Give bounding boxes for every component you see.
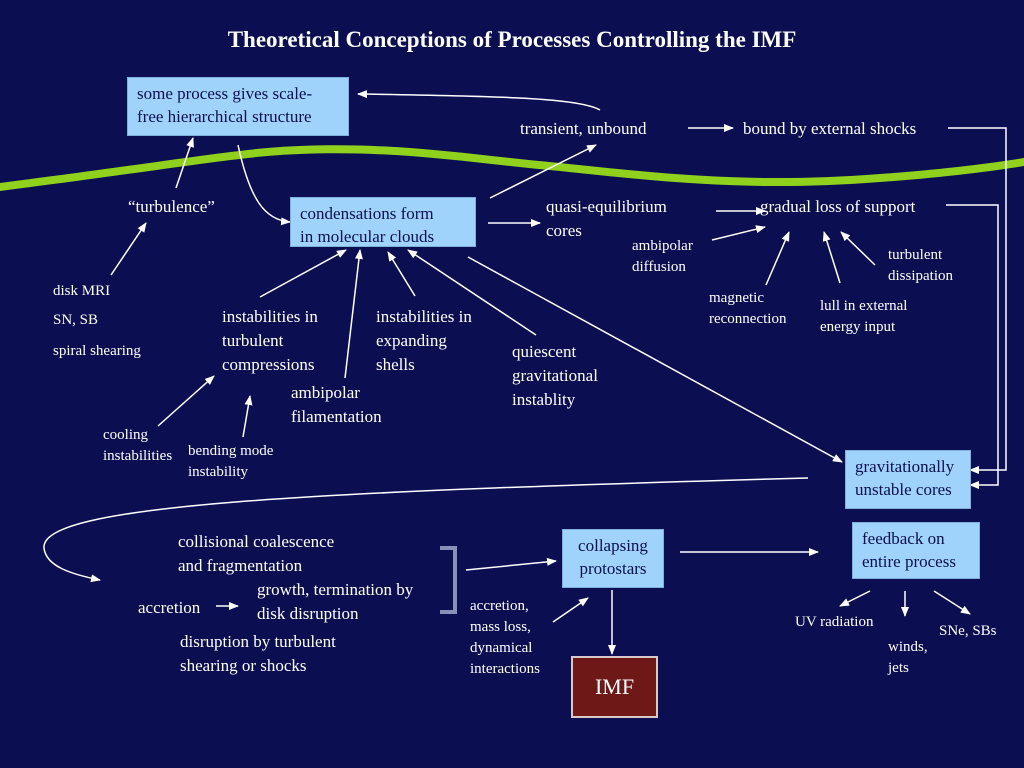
turbulent-dissipation-label: turbulent dissipation [888,247,954,284]
lull-energy-label: lull in external energy input [820,298,908,335]
arrow-diskmri-to-turbulence [110,222,147,276]
arrow-bracket-to-collapsing [465,557,557,571]
arrow-interactions-to-collapsing [552,597,589,623]
arrow-feedback-to-uv [839,590,871,607]
cooling-instabilities-label: cooling instabilities [103,427,173,464]
arrow-feedback-to-sne [933,590,971,615]
page-title: Theoretical Conceptions of Processes Con… [227,27,797,52]
bound-shocks-label: bound by external shocks [743,119,917,138]
feedback-box: feedback on entire process [852,522,980,579]
disruption-label: disruption by turbulent shearing or shoc… [180,632,336,675]
spiral-shearing-label: spiral shearing [53,343,141,359]
arrow-quiescent-to-condensations [407,249,537,336]
instabilities-turbulent-label: instabilities in turbulent compressions [222,307,318,374]
arrow-condensations-to-gravunstable [467,256,843,463]
arrow-transient-to-hierarchy [357,90,601,111]
bracket [440,546,457,614]
arrow-gradual-to-gravunstable [946,204,999,489]
arrow-bending-to-turbcomp [242,395,253,438]
hierarchical-structure-box: some process gives scale- free hierarchi… [127,77,349,136]
disk-mri-label: disk MRI [53,283,111,299]
gradual-loss-label: gradual loss of support [760,197,916,216]
quasi-equilibrium-label: quasi-equilibrium cores [546,197,667,240]
quiescent-label: quiescent gravitational instablity [512,342,598,409]
arrow-expanding-to-condensations [387,251,416,297]
arrow-lull-to-gradual [822,231,841,284]
arrow-bound-to-gravunstable [948,127,1007,474]
collisional-coalescence-label: collisional coalescence and fragmentatio… [178,532,335,575]
instabilities-expanding-label: instabilities in expanding shells [376,307,472,374]
transient-label: transient, unbound [520,119,647,138]
bending-mode-label: bending mode instability [188,443,274,480]
arrow-turbulence-to-hierarchy [175,137,194,189]
winds-jets-label: winds, jets [888,639,928,676]
arrow-magnetic-to-gradual [765,231,790,286]
arrow-cooling-to-turbcomp [157,375,215,427]
arrow-gravunstable-loop [43,477,809,583]
ambipolar-diffusion-label: ambipolar diffusion [632,238,693,275]
uv-radiation-label: UV radiation [795,614,874,630]
condensations-box: condensations form in molecular clouds [290,197,476,247]
gravitationally-unstable-box: gravitationally unstable cores [845,450,971,509]
sne-sbs-label: SNe, SBs [939,623,997,639]
ambipolar-filamentation-label: ambipolar filamentation [291,383,382,426]
turbulence-label: “turbulence” [128,197,215,216]
arrow-condensations-to-transient [489,144,597,199]
accretion-mass-loss-label: accretion, mass loss, dynamical interact… [470,598,540,677]
magnetic-reconnection-label: magnetic reconnection [709,290,787,327]
arrow-turbdiss-to-gradual [840,231,876,266]
arrow-hierarchy-to-condensations [237,144,291,226]
arrow-ambipolar-to-gradual [711,225,766,241]
arrow-ambfil-to-condensations [344,249,363,379]
growth-termination-label: growth, termination by disk disruption [257,580,414,623]
imf-box: IMF [571,656,658,718]
sn-sb-label: SN, SB [53,312,99,328]
collapsing-protostars-box: collapsing protostars [562,529,664,588]
arrow-turbcomp-to-condensations [259,249,347,298]
green-wave [0,145,1024,191]
accretion-label: accretion [138,598,201,617]
